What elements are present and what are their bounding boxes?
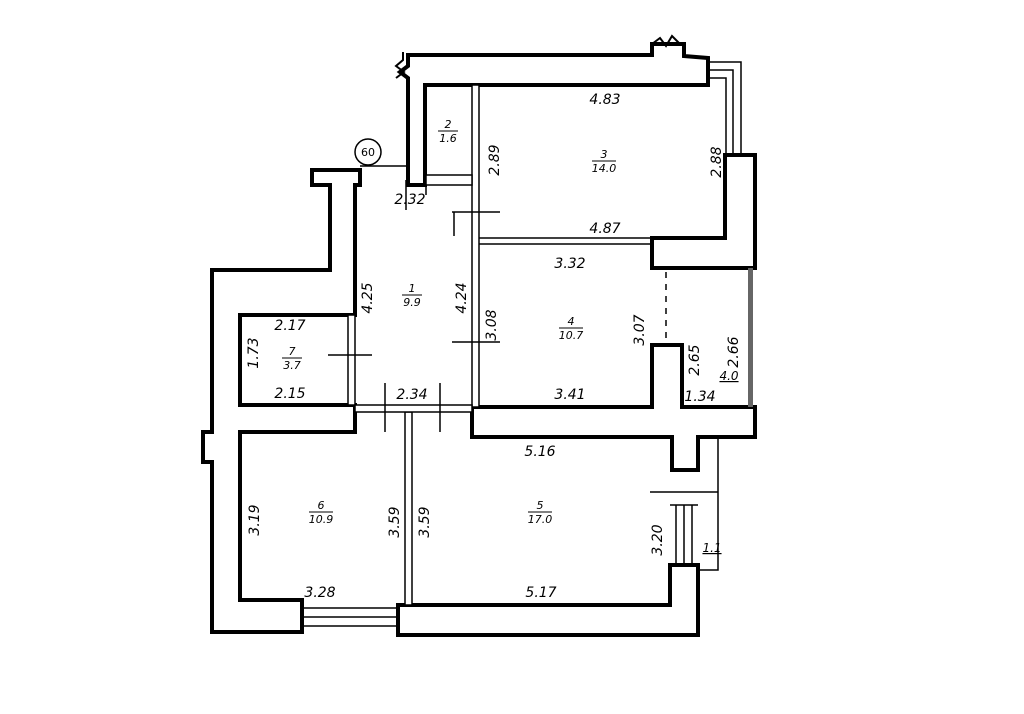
room-1-label: 19.9 <box>402 282 422 309</box>
dimension-label: 2.88 <box>709 146 725 177</box>
bath-door-frame <box>424 174 473 186</box>
axis-marker-label: 60 <box>361 146 375 159</box>
room-area: 9.9 <box>403 296 421 309</box>
dimension-label: 1.73 <box>246 337 262 368</box>
dimension-label: 4.83 <box>589 92 620 108</box>
room-area: 10.7 <box>559 329 584 342</box>
dimension-label: 2.34 <box>396 387 427 403</box>
room-number: 5 <box>537 499 544 512</box>
room-number: 4 <box>568 315 575 328</box>
middle-wall <box>470 343 757 472</box>
openings <box>302 61 753 627</box>
dimension-label: 2.17 <box>274 318 305 334</box>
porch-outline <box>698 436 719 571</box>
room-5-label: 517.0 <box>528 499 553 526</box>
dimension-label: 3.28 <box>304 585 335 601</box>
dimension-label: 1.1 <box>702 541 721 555</box>
room-area: 3.7 <box>283 359 301 372</box>
balcony-line <box>708 61 742 155</box>
bottom-wall <box>396 563 700 637</box>
dimension-label: 5.16 <box>524 444 555 460</box>
partition-1-3 <box>471 84 480 408</box>
room-7-label: 73.7 <box>282 345 302 372</box>
dimension-label: 1.34 <box>684 389 715 405</box>
balcony-edge <box>748 268 753 407</box>
room-number: 6 <box>318 499 325 512</box>
room-area: 17.0 <box>528 513 553 526</box>
right-block-wall <box>650 153 757 270</box>
left-wall <box>201 168 362 634</box>
room-number: 7 <box>289 345 296 358</box>
door-marks <box>328 160 718 493</box>
dimension-label: 2.89 <box>487 144 503 175</box>
dimension-label: 4.87 <box>589 221 620 237</box>
wall-break-zigzag <box>394 34 681 79</box>
dimension-label: 3.07 <box>632 314 648 345</box>
dimension-label: 3.59 <box>417 506 433 537</box>
right-window <box>670 504 698 565</box>
dimension-label: 2.32 <box>394 192 425 208</box>
partition-7-1 <box>347 314 356 406</box>
dimension-label: 5.17 <box>525 585 556 601</box>
room-4-label: 410.7 <box>559 315 584 342</box>
axis-marker: 60 <box>354 138 382 166</box>
room-area: 10.9 <box>309 513 334 526</box>
dimension-label: 3.32 <box>554 256 585 272</box>
room-6-label: 610.9 <box>309 499 334 526</box>
room-labels: 19.9 21.6 314.0 410.7 517.0 610.9 73.7 <box>282 118 616 526</box>
dimension-label: 3.59 <box>387 506 403 537</box>
dimension-label: 3.41 <box>554 387 585 403</box>
room-number: 1 <box>409 282 416 295</box>
room-area: 14.0 <box>592 162 617 175</box>
dimensions: 4.83 2.89 2.88 4.87 2.32 3.32 4.25 4.24 … <box>246 92 742 601</box>
dimension-label: 2.15 <box>274 386 305 402</box>
room-number: 3 <box>601 148 608 161</box>
bottom-window <box>302 607 398 627</box>
partition-6-5 <box>404 411 413 606</box>
room-area: 1.6 <box>439 132 457 145</box>
room-2-label: 21.6 <box>438 118 458 145</box>
walls <box>201 34 757 637</box>
top-wall <box>396 42 710 187</box>
dimension-label: 3.08 <box>484 309 500 340</box>
corridor-door-frame <box>354 404 473 413</box>
dimension-label: 2.65 <box>687 344 703 375</box>
room-3-label: 314.0 <box>592 148 617 175</box>
dimension-label: 2.66 <box>726 336 742 367</box>
dimension-label: 4.0 <box>719 369 738 383</box>
room-number: 2 <box>445 118 452 131</box>
dimension-label: 4.25 <box>360 282 376 313</box>
dimension-label: 4.24 <box>454 282 470 313</box>
dimension-label: 3.20 <box>650 524 666 555</box>
dimension-label: 3.19 <box>247 504 263 535</box>
